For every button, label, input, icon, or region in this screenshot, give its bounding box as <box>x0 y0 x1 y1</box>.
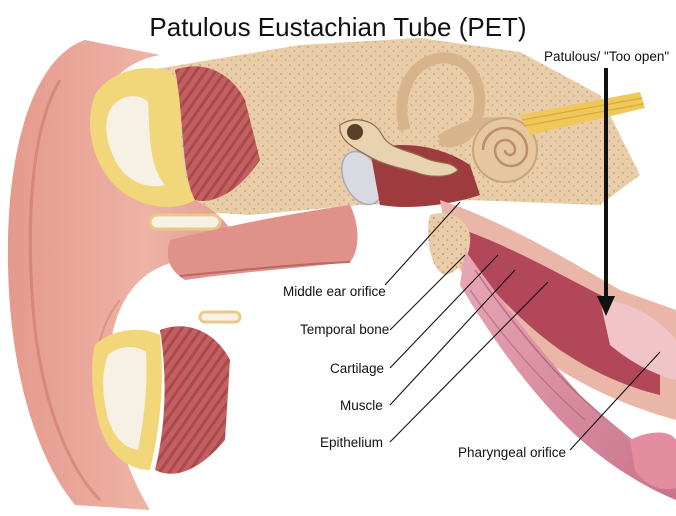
ear-muscle-lower <box>155 326 230 474</box>
label-muscle: Muscle <box>340 398 383 413</box>
label-pharyngeal-orifice: Pharyngeal orifice <box>458 445 566 460</box>
label-epithelium: Epithelium <box>320 435 383 450</box>
label-patulous: Patulous/ "Too open" <box>544 49 669 64</box>
label-middle-ear-orifice: Middle ear orifice <box>283 284 386 299</box>
label-temporal-bone: Temporal bone <box>300 322 389 337</box>
page-title: Patulous Eustachian Tube (PET) <box>0 12 676 43</box>
label-cartilage: Cartilage <box>330 361 384 376</box>
pharyngeal-tube-tip <box>630 433 676 490</box>
